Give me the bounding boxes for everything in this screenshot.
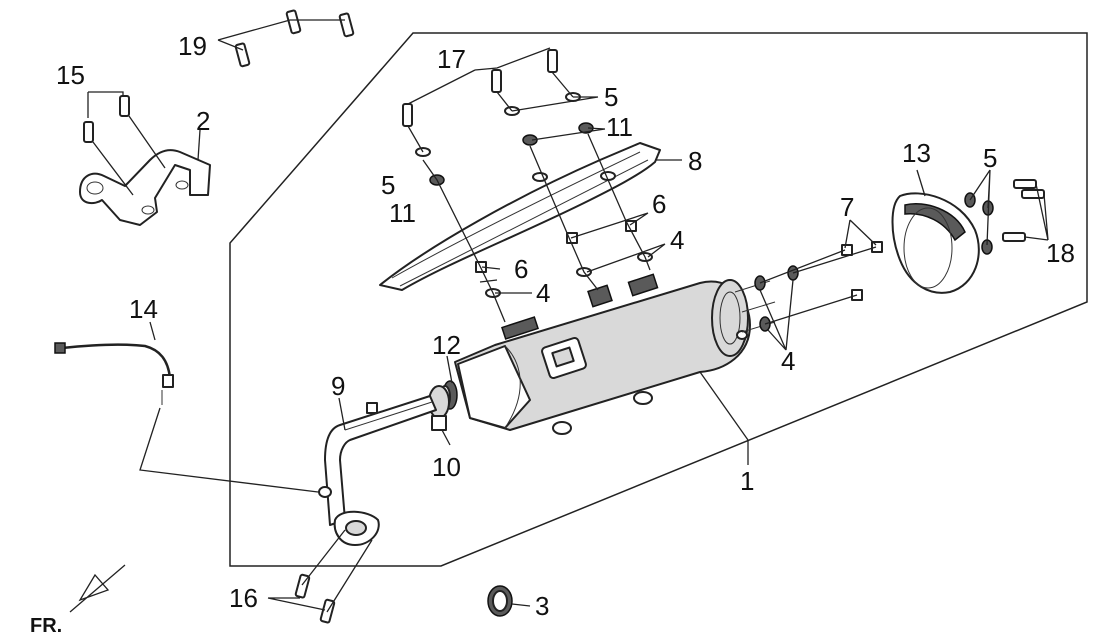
callout-15: 15 [56, 60, 85, 90]
gasket-ring [487, 585, 513, 617]
callout-14: 14 [129, 294, 158, 324]
callout-4-left: 4 [536, 278, 550, 308]
assembly-frame [229, 32, 1088, 567]
callout-2: 2 [196, 106, 210, 136]
callout-5-top: 5 [604, 82, 618, 112]
callout-18: 18 [1046, 238, 1075, 268]
callout-8: 8 [688, 146, 702, 176]
callout-7: 7 [840, 192, 854, 222]
callout-6-right: 6 [652, 189, 666, 219]
bolts-17 [402, 49, 558, 127]
callout-4-lower: 4 [781, 346, 795, 376]
callout-1: 1 [740, 466, 754, 496]
callout-4-right: 4 [670, 225, 684, 255]
callout-6-left: 6 [514, 254, 528, 284]
leader-lines [87, 19, 1049, 613]
bolts-18 [1002, 179, 1045, 242]
callout-13: 13 [902, 138, 931, 168]
exhaust-pipe [318, 395, 437, 546]
callout-10: 10 [432, 452, 461, 482]
heat-shield [379, 142, 661, 291]
callout-16: 16 [229, 583, 258, 613]
callout-19: 19 [178, 31, 207, 61]
callout-5-left: 5 [381, 170, 395, 200]
callout-12: 12 [432, 330, 461, 360]
callout-9: 9 [331, 371, 345, 401]
bolts-19 [234, 9, 355, 68]
callout-5-right: 5 [983, 143, 997, 173]
callout-11-left: 11 [389, 198, 416, 228]
muffler [454, 273, 776, 435]
callout-17: 17 [437, 44, 466, 74]
end-cap [891, 192, 980, 294]
front-label: FR. [30, 615, 62, 637]
callout-3: 3 [535, 591, 549, 621]
sensor-hose [54, 342, 174, 405]
callout-11-top: 11 [606, 112, 633, 142]
mounting-bracket [79, 149, 211, 226]
bolts-15 [83, 95, 130, 143]
front-direction-arrow [69, 564, 126, 613]
bolts-16 [294, 573, 336, 624]
